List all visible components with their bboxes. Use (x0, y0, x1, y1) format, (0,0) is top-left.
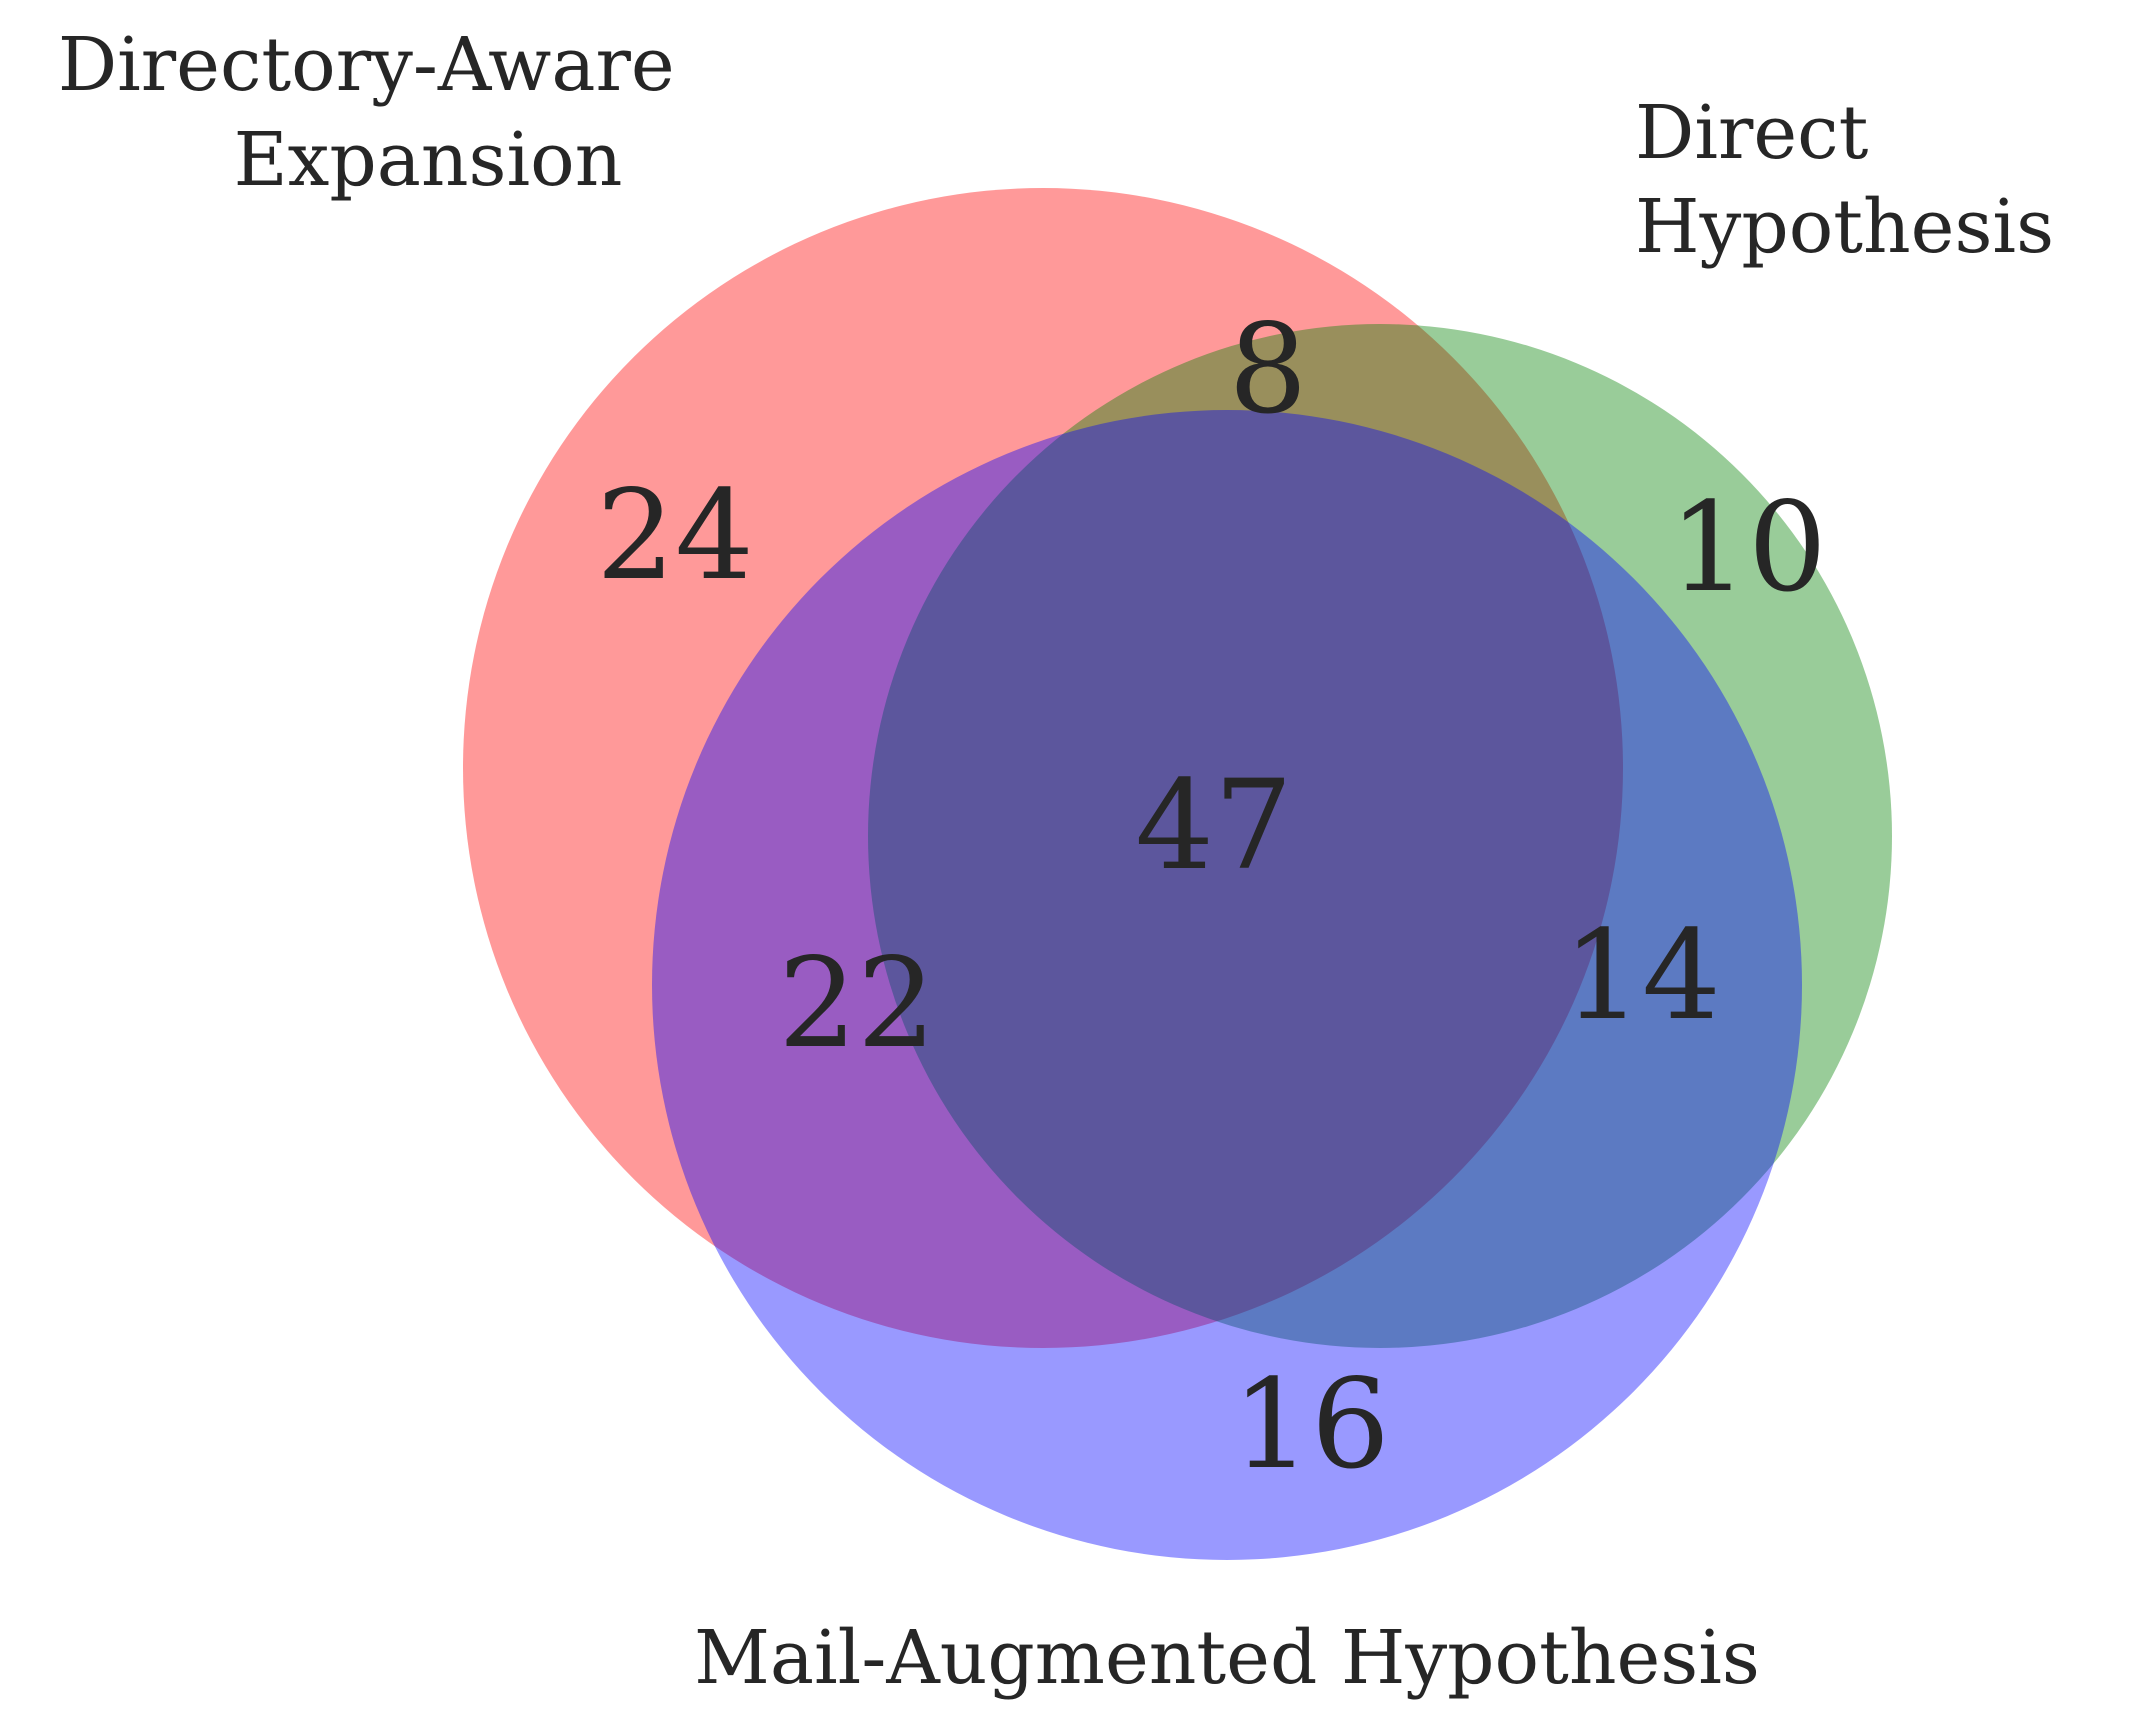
set-circle-directory-aware-expansion (463, 188, 1623, 1348)
set-label-line: Directory-Aware (58, 22, 675, 108)
set-label-line: Expansion (234, 117, 623, 203)
set-circle-mail-augmented-hypothesis (652, 410, 1802, 1560)
region-count-directory-aware-only: 24 (596, 464, 754, 608)
set-label-direct-hypothesis: Direct Hypothesis (1635, 90, 2054, 270)
region-count-direct-mail: 14 (1563, 904, 1721, 1048)
region-count-directory-direct: 8 (1229, 298, 1308, 442)
region-count-mail-augmented-only: 16 (1232, 1353, 1390, 1497)
region-count-all-three: 47 (1135, 754, 1293, 898)
set-label-line: Mail-Augmented Hypothesis (694, 1615, 1760, 1701)
set-label-line: Hypothesis (1635, 184, 2054, 270)
set-label-line: Direct (1635, 90, 1869, 176)
set-label-mail-augmented-hypothesis: Mail-Augmented Hypothesis (694, 1615, 1760, 1701)
region-count-direct-only: 10 (1669, 476, 1827, 620)
set-circle-direct-hypothesis (868, 324, 1892, 1348)
region-count-directory-mail: 22 (778, 932, 936, 1076)
set-label-directory-aware-expansion: Directory-Aware Expansion (58, 22, 698, 203)
